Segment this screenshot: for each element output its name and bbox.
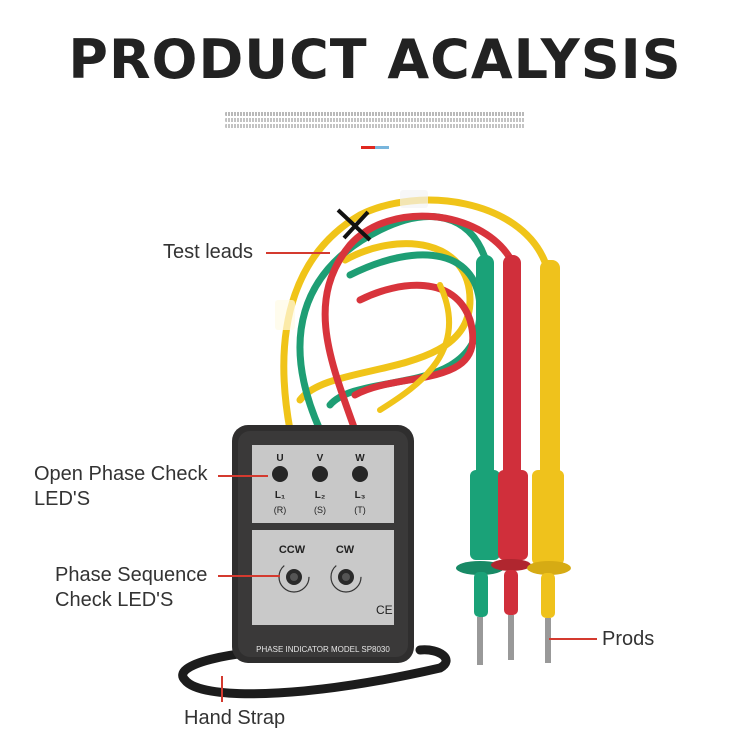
subtitle-line: [225, 118, 525, 122]
phase-code-label: (S): [314, 505, 326, 515]
phase-letter: W: [355, 453, 365, 464]
subtitle-line: [225, 124, 525, 128]
ccw-label: CCW: [279, 544, 306, 556]
ce-mark: CE: [376, 603, 393, 617]
model-label: PHASE INDICATOR MODEL SP8030: [256, 645, 390, 654]
callout-open-phase-line1: Open Phase Check: [34, 463, 208, 485]
phase-code-label: (T): [354, 505, 366, 515]
open-phase-panel: [252, 445, 394, 523]
callout-prods: Prods: [602, 628, 655, 650]
leader-line: [266, 252, 330, 254]
cable-tie: [336, 208, 372, 242]
callout-hand-strap: Hand Strap: [184, 707, 286, 729]
callout-phase-seq-line1: Phase Sequence: [55, 564, 208, 586]
prod-red: [491, 255, 531, 660]
hand-strap: [178, 645, 451, 699]
lead-yellow: [280, 196, 549, 434]
lead-yellow: [296, 240, 474, 404]
ccw-led: [278, 561, 310, 593]
cw-label: CW: [336, 544, 355, 556]
cw-led: [330, 561, 362, 593]
phase-line-label: L₁: [275, 490, 285, 501]
lead-yellow: [377, 282, 453, 413]
phase-line-label: L₃: [355, 490, 366, 501]
subtitle-line: [225, 112, 525, 116]
page-title: PRODUCT ACALYSIS: [68, 28, 682, 91]
phase-code-label: (R): [274, 505, 287, 515]
callout-test-leads: Test leads: [163, 241, 254, 263]
leader-line: [221, 676, 223, 702]
lead-red: [321, 212, 514, 434]
phase-led: [312, 466, 328, 482]
phase-led: [272, 466, 288, 482]
phase-sequence-panel: [252, 530, 394, 625]
prod-green: [456, 255, 504, 665]
leader-line: [218, 475, 268, 477]
prod-yellow: [527, 260, 571, 663]
lead-clip: [275, 300, 295, 330]
lead-red: [351, 281, 477, 399]
phase-line-label: L₂: [315, 490, 326, 501]
callout-open-phase-line2: LED'S: [34, 488, 91, 510]
phase-letter: U: [276, 453, 283, 464]
phase-led: [352, 466, 368, 482]
leader-line: [549, 638, 597, 640]
accent-bar-blue: [375, 146, 389, 149]
accent-bar-red: [361, 146, 375, 149]
phase-letter: V: [317, 453, 324, 464]
leader-line: [218, 575, 280, 577]
callout-phase-seq-line2: Check LED'S: [55, 589, 174, 611]
lead-clip: [400, 190, 428, 208]
